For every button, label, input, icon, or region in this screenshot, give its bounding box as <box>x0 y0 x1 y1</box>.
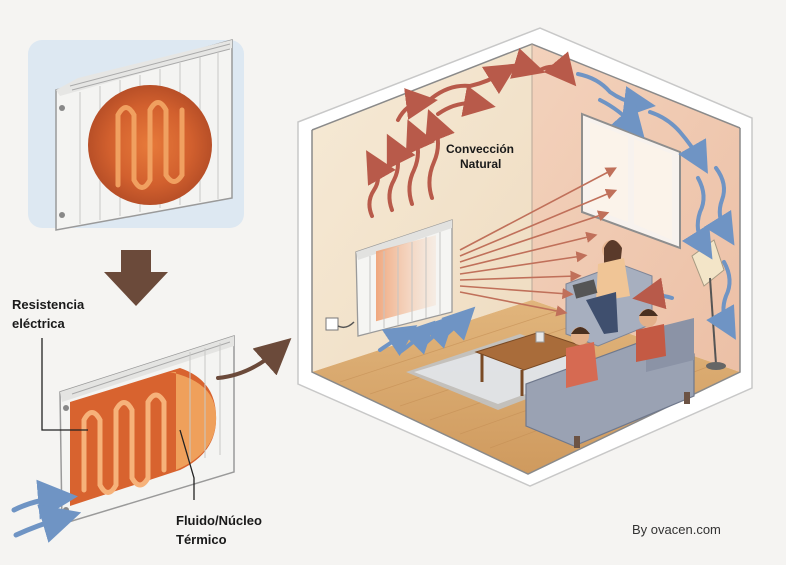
label-convection-line2: Natural <box>460 157 501 171</box>
label-convection-line1: Convección <box>446 142 514 156</box>
cool-intake-arrows <box>11 479 82 543</box>
cutaway-radiator <box>59 334 235 526</box>
radiant-heat-rays <box>459 167 618 317</box>
label-fluid-line1: Fluido/Núcleo <box>176 513 262 528</box>
convection-warm-arrows <box>366 48 577 218</box>
convection-cool-arrows <box>378 72 736 357</box>
inset-radiator-panel <box>28 39 244 231</box>
label-fluid-line2: Térmico <box>176 532 227 547</box>
label-resistance-line1: Resistencia <box>12 297 85 312</box>
room-scene <box>297 27 753 487</box>
credit-text: By ovacen.com <box>632 522 721 537</box>
callout-leaders <box>41 338 195 500</box>
curved-arrow-icon <box>216 338 292 380</box>
label-resistance-line2: eléctrica <box>12 316 66 331</box>
arrow-down-icon <box>104 250 168 306</box>
